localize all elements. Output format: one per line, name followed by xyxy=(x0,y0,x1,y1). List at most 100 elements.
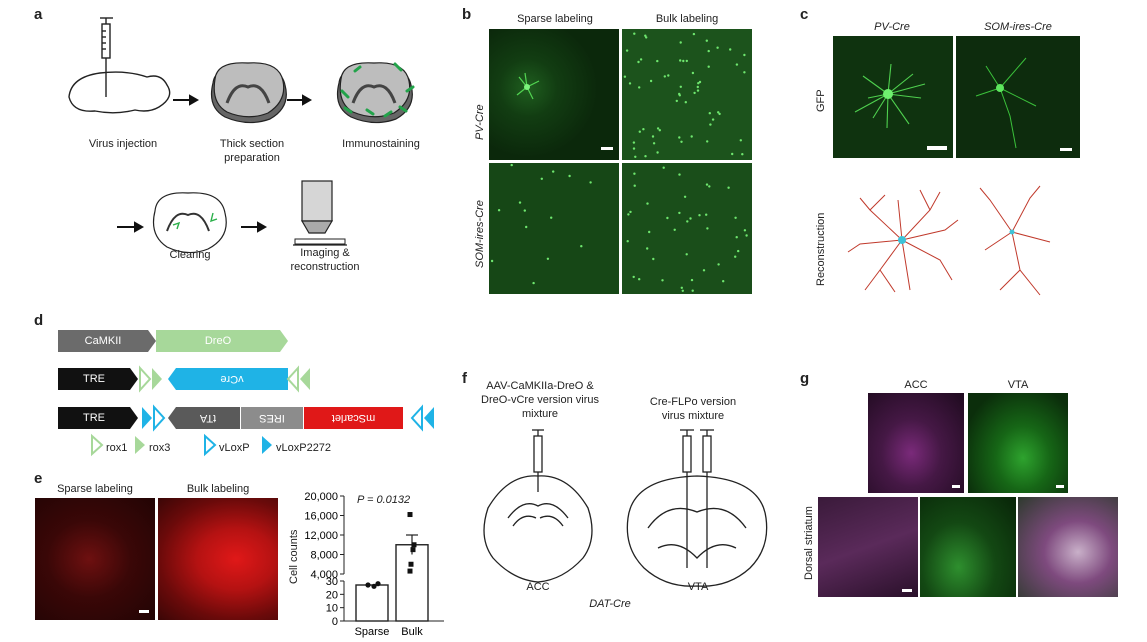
cell-dot xyxy=(625,49,629,52)
cell-dot xyxy=(706,140,709,143)
cell-dot xyxy=(580,245,583,248)
p-value-annotation: P = 0.0132 xyxy=(357,494,411,506)
cell-dot xyxy=(685,59,688,63)
y-tick-label: 30 xyxy=(326,576,338,588)
injection-diagram xyxy=(483,429,768,587)
promoter-tre: TRE xyxy=(83,412,105,424)
cell-dot xyxy=(729,48,732,51)
cell-dot xyxy=(627,213,630,216)
micrograph-bulk-red xyxy=(158,498,278,620)
cell-dot xyxy=(525,225,528,229)
cell-dot xyxy=(656,59,659,63)
y-tick-label: 10 xyxy=(326,603,338,615)
cell-dot xyxy=(737,249,740,253)
cell-dot xyxy=(717,263,720,266)
micrograph-striatum-magenta xyxy=(818,497,918,597)
cell-dot xyxy=(705,39,708,42)
step-label: Clearing xyxy=(169,249,211,261)
data-point xyxy=(411,542,417,548)
data-point xyxy=(410,547,416,553)
cell-dot xyxy=(708,112,711,115)
cell-dot xyxy=(698,214,701,217)
promoter-camkii: CaMKII xyxy=(84,335,122,347)
cell-dot xyxy=(649,79,653,83)
bar-bulk xyxy=(395,544,429,622)
cell-dot xyxy=(709,123,712,126)
cell-dots xyxy=(623,32,746,158)
panel-label-d: d xyxy=(34,312,44,329)
cell-dot xyxy=(658,129,661,132)
column-header: SOM-ires-Cre xyxy=(984,21,1052,33)
mouse-line-label: DAT-Cre xyxy=(589,598,631,610)
gene-tta: tTA xyxy=(199,412,217,424)
cell-dot xyxy=(684,101,687,104)
micrograph-striatum-merge xyxy=(1018,497,1118,597)
virus-mixture-label: AAV-CaMKIIa-DreO & DreO-vCre version vir… xyxy=(481,380,599,420)
panel-label-e: e xyxy=(34,470,43,487)
microscope-icon xyxy=(293,180,347,246)
cell-dot xyxy=(656,127,660,130)
column-header: Bulk labeling xyxy=(655,13,719,25)
column-header: Sparse labeling xyxy=(517,13,593,25)
cell-dot xyxy=(722,280,725,283)
cell-dot xyxy=(633,172,636,175)
panel-label-b: b xyxy=(462,6,472,23)
cell-dot xyxy=(698,80,702,84)
cell-dot xyxy=(679,41,682,44)
workflow-diagram xyxy=(68,17,415,254)
gene-vcre: vCre xyxy=(220,373,244,385)
legend-rox3: rox3 xyxy=(149,442,171,454)
y-axis-label: Cell counts xyxy=(288,529,300,584)
cell-dot xyxy=(652,257,655,261)
data-point xyxy=(407,512,413,518)
cell-dot xyxy=(646,202,649,205)
panel-label-c: c xyxy=(800,6,809,23)
row-label: Reconstruction xyxy=(815,212,827,286)
cell-dot xyxy=(663,75,666,78)
y-tick-label: 20,000 xyxy=(304,491,338,503)
cell-dot xyxy=(546,257,550,260)
cell-dot xyxy=(632,141,636,144)
cell-dot xyxy=(735,236,738,239)
virus-mixture-label: Cre-FLPo version virus mixture xyxy=(649,396,737,422)
legend-rox1: rox1 xyxy=(106,442,128,454)
cell-dot xyxy=(705,213,708,216)
cell-dot xyxy=(638,278,641,281)
cell-dot xyxy=(707,65,710,68)
cell-dot xyxy=(734,216,737,219)
gene-mscarlet: mScarlet xyxy=(331,412,376,424)
section-icon xyxy=(210,62,287,124)
data-point xyxy=(408,561,414,567)
data-point xyxy=(371,583,377,589)
column-header: ACC xyxy=(904,379,928,391)
y-tick-label: 4,000 xyxy=(310,569,338,581)
cell-dot xyxy=(696,89,700,92)
row-label: SOM-ires-Cre xyxy=(474,200,486,268)
cell-dot xyxy=(727,186,730,189)
cell-dot xyxy=(518,201,522,204)
cell-dot xyxy=(642,128,645,131)
cell-count-chart: 01020304,0008,00012,00016,00020,000Spars… xyxy=(304,491,444,638)
panel-label-f: f xyxy=(462,370,467,387)
cell-dot xyxy=(696,85,699,89)
cell-dot xyxy=(638,86,641,89)
cell-dot xyxy=(691,289,694,292)
data-point xyxy=(407,568,413,574)
cell-dot xyxy=(510,163,513,167)
cell-dot xyxy=(734,255,737,258)
cell-dot xyxy=(638,130,641,133)
cell-dot xyxy=(678,211,681,215)
immunostain-icon xyxy=(336,62,415,124)
cell-dot xyxy=(589,181,592,184)
y-tick-label: 20 xyxy=(326,589,338,601)
cell-dot xyxy=(523,209,526,212)
cell-dot xyxy=(490,259,494,263)
region-label: VTA xyxy=(687,581,709,593)
cell-dot xyxy=(633,184,636,187)
cell-dot xyxy=(629,210,632,214)
micrograph-som-bulk xyxy=(622,163,752,294)
cell-dot xyxy=(689,217,692,220)
cell-dot xyxy=(739,139,742,142)
column-header: VTA xyxy=(1007,379,1029,391)
micrograph-acc-magenta xyxy=(868,393,964,493)
